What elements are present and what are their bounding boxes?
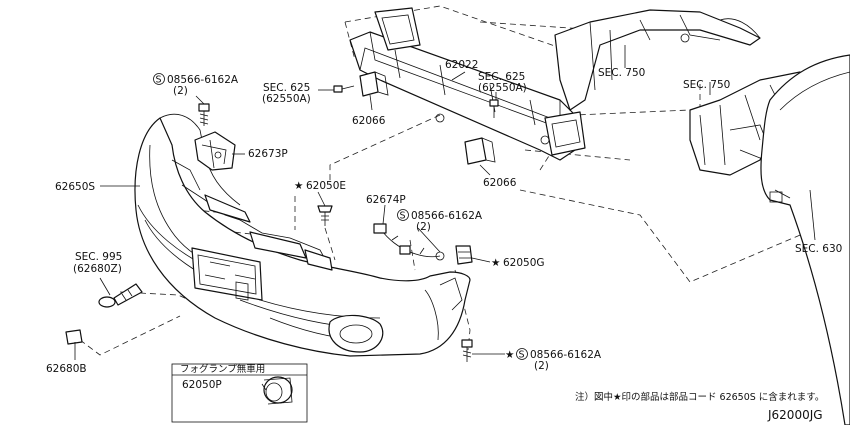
clip-62050g bbox=[455, 245, 473, 265]
tow-hook bbox=[98, 283, 143, 308]
label-62650s: 62650S bbox=[55, 181, 95, 193]
front-bumper-fascia bbox=[134, 113, 471, 357]
label-bolt-top-code: 08566-6162A bbox=[167, 74, 239, 86]
s-mark-bottom: S bbox=[519, 350, 525, 361]
star-bolt-bottom: ★ bbox=[505, 349, 514, 361]
reinforcement-beam bbox=[349, 7, 586, 161]
absorber-block-left bbox=[359, 71, 389, 97]
label-sec625-left-sub: (62550A) bbox=[262, 93, 311, 105]
bolt-sec625-right bbox=[489, 99, 499, 118]
label-sec625-right-sub: (62550A) bbox=[478, 82, 527, 94]
front-fender bbox=[760, 54, 850, 425]
label-62022: 62022 bbox=[445, 59, 478, 71]
fog-cover-62050p bbox=[171, 363, 308, 423]
label-sec625-right: SEC. 625 bbox=[478, 71, 525, 83]
label-bolt-bottom-code: 08566-6162A bbox=[530, 349, 602, 361]
star-62050e: ★ bbox=[294, 180, 303, 192]
clip-62050e bbox=[317, 205, 333, 226]
leader-lines bbox=[74, 45, 816, 391]
label-sec625-left: SEC. 625 bbox=[263, 82, 310, 94]
side-member-top bbox=[554, 9, 761, 111]
label-62674p: 62674P bbox=[366, 194, 406, 206]
label-62673p: 62673P bbox=[248, 148, 288, 160]
star-62050g: ★ bbox=[491, 257, 500, 269]
diagram-id: J62000JG bbox=[767, 408, 823, 422]
label-62050e: 62050E bbox=[306, 180, 346, 192]
label-62050g: 62050G bbox=[503, 257, 545, 269]
labels: S 08566-6162A (2) 62673P 62650S ★ 62050E… bbox=[46, 59, 842, 422]
s-mark-top: S bbox=[156, 75, 162, 86]
footnote: 注）図中★印の部品は部品コード 62650S に含まれます。 bbox=[575, 391, 824, 403]
label-bolt-mid-qty: (2) bbox=[416, 221, 431, 233]
bracket-62673p bbox=[194, 131, 236, 171]
harness-62674p bbox=[373, 223, 445, 261]
label-sec750-mid: SEC. 750 bbox=[683, 79, 730, 91]
label-62066-left: 62066 bbox=[352, 115, 386, 127]
label-sec995-sub: (62680Z) bbox=[73, 263, 122, 275]
bolt-lower bbox=[461, 339, 473, 362]
label-bolt-top-qty: (2) bbox=[173, 85, 188, 97]
label-62066-right: 62066 bbox=[483, 177, 517, 189]
label-sec630: SEC. 630 bbox=[795, 243, 842, 255]
label-62680b: 62680B bbox=[46, 363, 87, 375]
bolt-sec625-left bbox=[333, 85, 355, 93]
bolt-upper bbox=[198, 103, 210, 126]
cap-62680b bbox=[65, 329, 83, 345]
label-sec995: SEC. 995 bbox=[75, 251, 122, 263]
fog-box-title: フォグランプ無車用 bbox=[180, 363, 265, 375]
absorber-block-right bbox=[464, 137, 496, 165]
label-bolt-bottom-qty: (2) bbox=[534, 360, 549, 372]
label-62050p: 62050P bbox=[182, 379, 222, 391]
label-bolt-mid-code: 08566-6162A bbox=[411, 210, 483, 222]
label-sec750-top: SEC. 750 bbox=[598, 67, 645, 79]
s-mark-mid: S bbox=[400, 211, 406, 222]
